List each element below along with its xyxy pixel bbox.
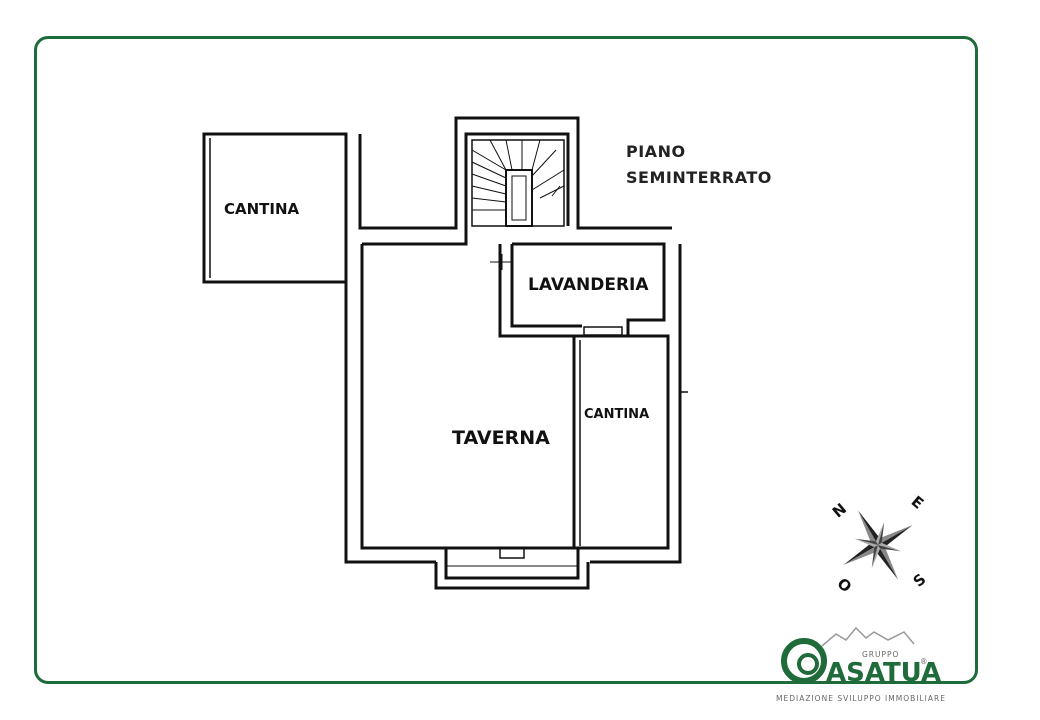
page-frame (34, 36, 978, 684)
compass-east-label: E (908, 492, 927, 512)
room-label-taverna: TAVERNA (452, 427, 550, 449)
wall (362, 132, 570, 246)
logo-brand: ASATUA (826, 658, 941, 688)
bay-wall (434, 562, 590, 590)
compass-north-label: N (829, 500, 850, 522)
window (583, 326, 623, 336)
compass-rose (843, 510, 913, 580)
lavanderia-wall (498, 244, 582, 338)
cantina-right-room (572, 334, 670, 550)
room-label-cantina-left: CANTINA (224, 200, 300, 218)
compass-south-label: S (910, 570, 930, 591)
company-logo: GRUPPO ASATUA ® MEDIAZIONE SVILUPPO IMMO… (776, 626, 946, 703)
floor-title-line2: SEMINTERRATO (626, 168, 772, 187)
stair-steps (471, 139, 565, 211)
lavanderia-wall (510, 244, 582, 328)
bay-wall (444, 548, 580, 580)
wall (358, 116, 672, 230)
cantina-left-room (202, 132, 348, 284)
logo-small-word: GRUPPO (862, 650, 899, 659)
lavanderia-wall (512, 242, 666, 336)
bay-fixture (499, 547, 525, 559)
logo-tagline: MEDIAZIONE SVILUPPO IMMOBILIARE (776, 694, 946, 703)
floor-title-line1: PIANO (626, 142, 686, 161)
room-label-cantina-right: CANTINA (584, 407, 649, 422)
logo-registered-mark: ® (920, 657, 929, 666)
compass-needle (858, 510, 880, 545)
room-label-lavanderia: LAVANDERIA (528, 275, 649, 295)
compass-west-label: O (834, 574, 855, 596)
wall (590, 244, 682, 564)
staircase-core (505, 169, 533, 227)
logo-skyline (821, 626, 915, 647)
wall (344, 244, 436, 564)
staircase (471, 139, 565, 227)
staircase-core-inner (511, 175, 527, 221)
logo-swirl (781, 638, 827, 684)
plan-walls (202, 116, 688, 590)
